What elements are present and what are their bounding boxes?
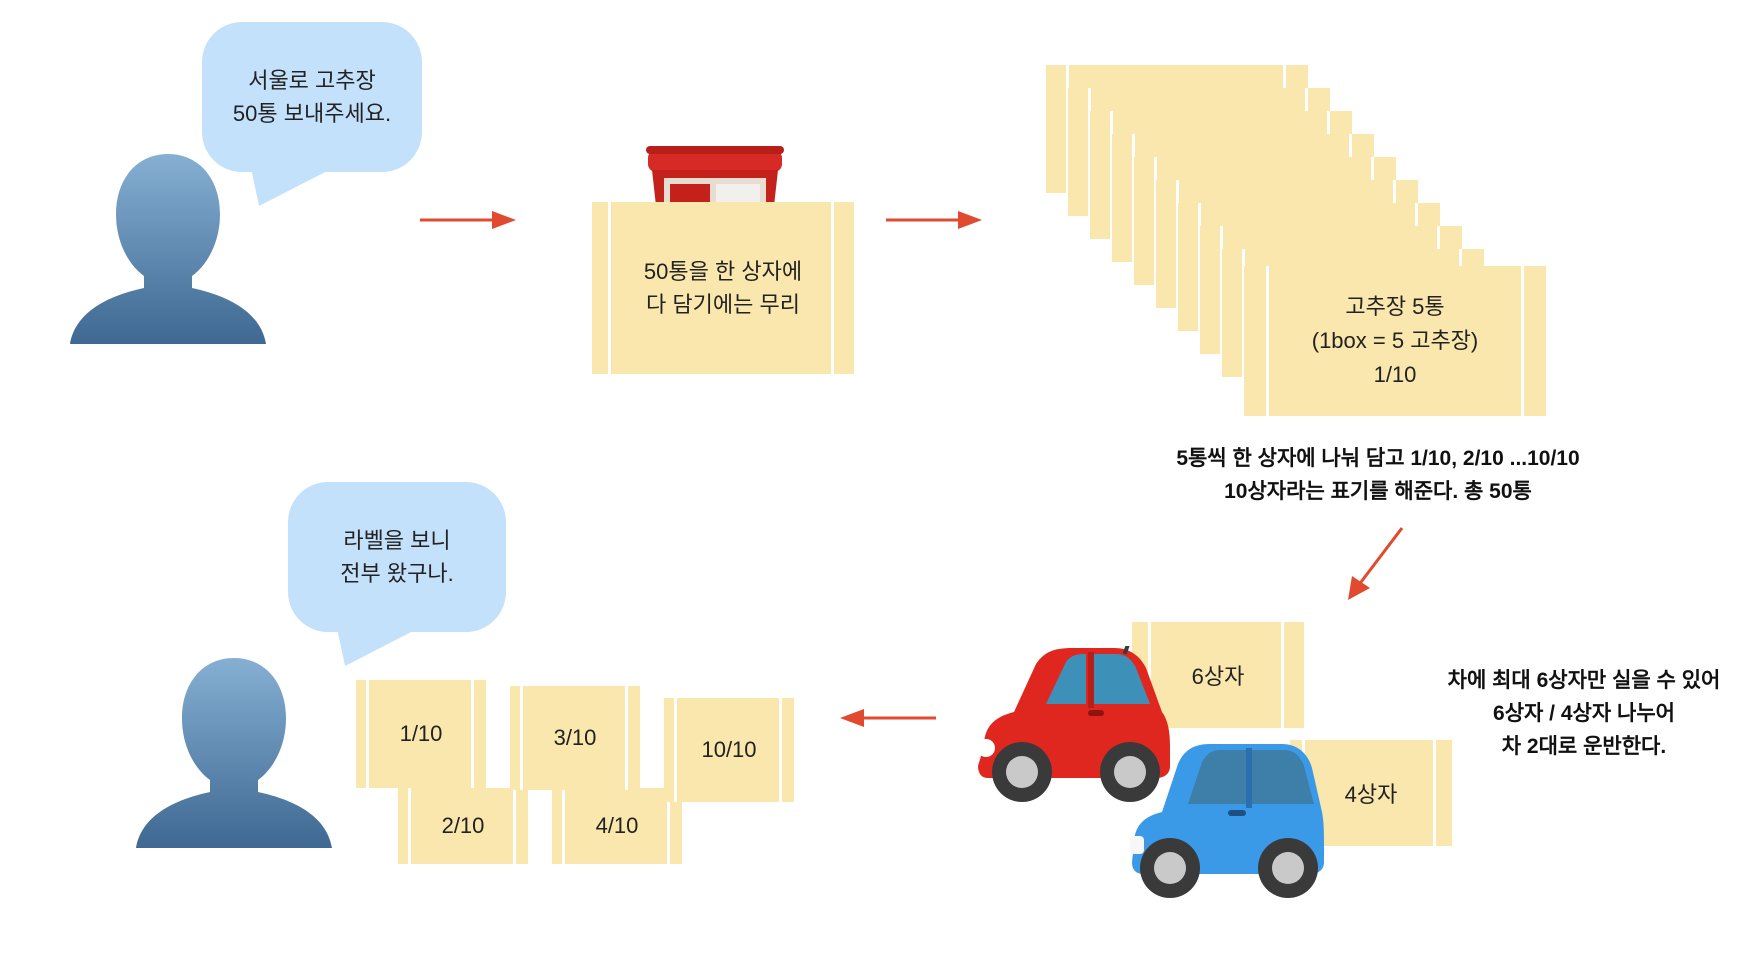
split-caption: 5통씩 한 상자에 나눠 담고 1/10, 2/10 ...10/10 10상자… [1176,447,1580,503]
arrow-right-icon [886,211,982,229]
arrow-right-icon [420,211,516,229]
received-box: 3/10 [510,686,640,790]
confirm-speech-bubble: 라벨을 보니 전부 왔구나. [288,482,506,666]
arrow-left-icon [840,709,936,727]
request-speech-bubble: 서울로 고추장 50통 보내주세요. [202,22,422,206]
big-box-label: 50통을 한 상자에 다 담기에는 무리 [643,259,803,317]
received-box: 2/10 [398,788,528,864]
received-box-label: 1/10 [399,721,443,746]
stack-front-box: 고추장 5통 (1box = 5 고추장) 1/10 [1244,266,1546,416]
blue-car-load-label: 4상자 [1344,782,1398,807]
gochujang-tub-icon [646,146,784,206]
arrow-down-left-icon [1348,527,1404,600]
confirm-speech-text: 라벨을 보니 전부 왔구나. [340,528,454,586]
cars-caption: 차에 최대 6상자만 실을 수 있어 6상자 / 4상자 나누어 차 2대로 운… [1447,669,1721,758]
received-box: 4/10 [552,788,682,864]
received-box-label: 4/10 [595,813,639,838]
request-speech-text: 서울로 고추장 50통 보내주세요. [232,68,392,126]
red-car-icon [974,643,1170,804]
received-box-label: 10/10 [701,737,757,762]
received-box-label: 3/10 [553,725,597,750]
received-box: 10/10 [664,698,794,802]
blue-car-icon [1128,740,1324,900]
received-box: 1/10 [356,680,486,788]
red-car-load-label: 6상자 [1191,664,1245,689]
received-box-label: 2/10 [441,813,485,838]
big-box: 50통을 한 상자에 다 담기에는 무리 [592,202,854,374]
requester-person-icon [70,148,266,344]
receiver-person-icon [136,652,332,848]
stack-front-label: 고추장 5통 (1box = 5 고추장) 1/10 [1311,294,1479,387]
